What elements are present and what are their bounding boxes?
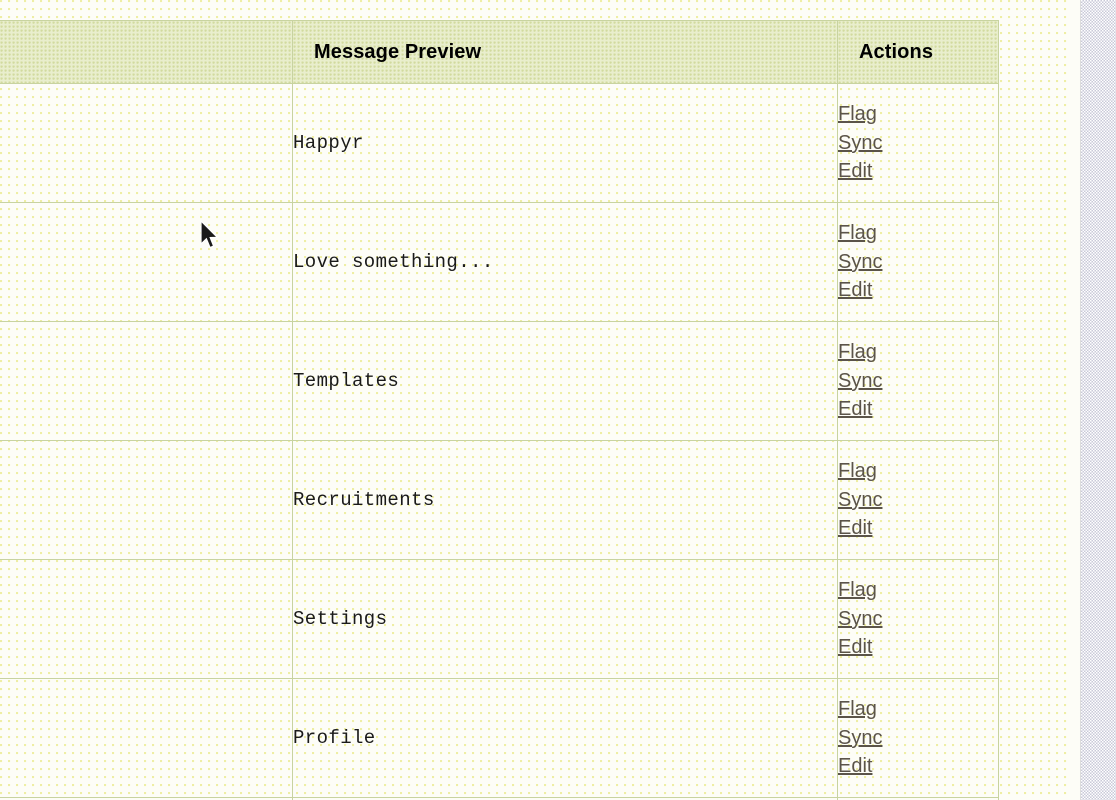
table-header: Message Preview Actions bbox=[0, 20, 999, 84]
message-preview-cell: Recruitments bbox=[292, 440, 838, 560]
message-preview-cell: Love something... bbox=[292, 202, 838, 322]
column-header-message-preview[interactable]: Message Preview bbox=[292, 20, 838, 84]
flag-link[interactable]: Flag bbox=[838, 460, 877, 483]
message-table: Message Preview Actions Happyr Flag Sync… bbox=[0, 20, 999, 800]
sync-link[interactable]: Sync bbox=[838, 488, 883, 511]
flag-link[interactable]: Flag bbox=[838, 103, 877, 126]
message-preview-cell: Profile bbox=[292, 678, 838, 798]
row-actions-cell: Flag Sync Edit bbox=[837, 678, 999, 798]
flag-link[interactable]: Flag bbox=[838, 341, 877, 364]
table-row[interactable]: Templates Flag Sync Edit bbox=[0, 321, 999, 441]
flag-link[interactable]: Flag bbox=[838, 579, 877, 602]
message-preview-cell: Happyr bbox=[292, 83, 838, 203]
table-row[interactable]: Love something... Flag Sync Edit bbox=[0, 202, 999, 322]
sync-link[interactable]: Sync bbox=[838, 726, 883, 749]
table-row[interactable]: Recruitments Flag Sync Edit bbox=[0, 440, 999, 560]
message-table-container: Message Preview Actions Happyr Flag Sync… bbox=[0, 20, 999, 800]
row-select-cell[interactable] bbox=[0, 83, 293, 203]
table-row[interactable] bbox=[0, 797, 999, 800]
edit-link[interactable]: Edit bbox=[838, 517, 873, 540]
row-actions-cell: Flag Sync Edit bbox=[837, 440, 999, 560]
table-header-row: Message Preview Actions bbox=[0, 20, 999, 84]
message-preview-cell: Settings bbox=[292, 559, 838, 679]
edit-link[interactable]: Edit bbox=[838, 160, 873, 183]
edit-link[interactable]: Edit bbox=[838, 398, 873, 421]
table-row[interactable]: Settings Flag Sync Edit bbox=[0, 559, 999, 679]
row-select-cell[interactable] bbox=[0, 559, 293, 679]
row-actions-cell: Flag Sync Edit bbox=[837, 202, 999, 322]
row-select-cell[interactable] bbox=[0, 678, 293, 798]
row-actions-cell: Flag Sync Edit bbox=[837, 83, 999, 203]
sync-link[interactable]: Sync bbox=[838, 369, 883, 392]
sync-link[interactable]: Sync bbox=[838, 607, 883, 630]
row-actions-cell: Flag Sync Edit bbox=[837, 321, 999, 441]
row-select-cell[interactable] bbox=[0, 440, 293, 560]
table-body: Happyr Flag Sync Edit Love something... … bbox=[0, 83, 999, 800]
row-actions-cell: Flag Sync Edit bbox=[837, 559, 999, 679]
message-preview-cell: Templates bbox=[292, 321, 838, 441]
sync-link[interactable]: Sync bbox=[838, 250, 883, 273]
column-header-actions[interactable]: Actions bbox=[837, 20, 999, 84]
edit-link[interactable]: Edit bbox=[838, 636, 873, 659]
flag-link[interactable]: Flag bbox=[838, 698, 877, 721]
row-select-cell[interactable] bbox=[0, 202, 293, 322]
table-row[interactable]: Profile Flag Sync Edit bbox=[0, 678, 999, 798]
row-select-cell[interactable] bbox=[0, 321, 293, 441]
flag-link[interactable]: Flag bbox=[838, 222, 877, 245]
edit-link[interactable]: Edit bbox=[838, 279, 873, 302]
edit-link[interactable]: Edit bbox=[838, 755, 873, 778]
column-header-select[interactable] bbox=[0, 20, 293, 84]
row-actions-cell bbox=[837, 797, 999, 800]
sync-link[interactable]: Sync bbox=[838, 131, 883, 154]
vertical-scrollbar[interactable] bbox=[1080, 0, 1116, 800]
scrollbar-gutter bbox=[1072, 0, 1080, 800]
table-row[interactable]: Happyr Flag Sync Edit bbox=[0, 83, 999, 203]
